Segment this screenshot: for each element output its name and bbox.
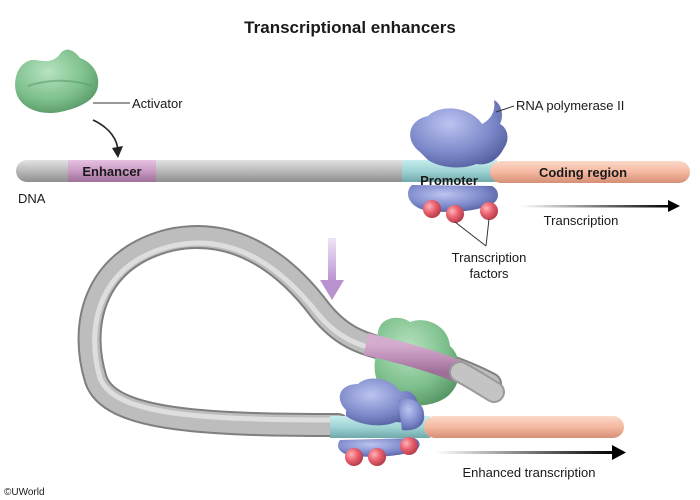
rna-polymerase-icon (337, 378, 425, 457)
rna-polymerase-icon (408, 100, 508, 212)
polymerase-label: RNA polymerase II (516, 98, 624, 113)
coding-region-segment-bottom (424, 416, 624, 438)
transcription-factors-label-line1: Transcription (452, 250, 527, 265)
factor-leader-line (485, 218, 490, 247)
transcription-factor-icon (368, 448, 386, 466)
binding-arrow (92, 119, 119, 153)
enhanced-transcription-arrowhead (612, 445, 626, 460)
enhancer-segment (68, 160, 156, 182)
transcription-factor-group-top (423, 200, 498, 223)
dna-strand-top (16, 160, 690, 183)
enhanced-transcription-arrow-shaft (435, 451, 615, 454)
binding-arrowhead (112, 146, 123, 158)
activator-protein-icon (15, 49, 99, 114)
coding-region-segment (490, 161, 690, 183)
factor-leader-line (454, 221, 487, 247)
promoter-label: Promoter (420, 173, 478, 188)
activator-label: Activator (132, 96, 183, 111)
dna-label: DNA (18, 191, 46, 206)
copyright-label: ©UWorld (4, 487, 45, 498)
promoter-segment (402, 160, 497, 182)
diagram-title: Transcriptional enhancers (244, 18, 456, 37)
enhanced-transcription-label: Enhanced transcription (463, 465, 596, 480)
transcription-factor-icon (446, 205, 464, 223)
transcription-factors-label-line2: factors (469, 266, 509, 281)
transcription-arrow-shaft (520, 205, 670, 208)
polymerase-leader-line (495, 105, 515, 113)
coding-region-label: Coding region (539, 165, 627, 180)
transcription-label: Transcription (544, 213, 619, 228)
transcription-factor-icon (480, 202, 498, 220)
flow-down-arrow (320, 238, 344, 300)
enhancer-label: Enhancer (82, 164, 141, 179)
transcription-factor-icon (423, 200, 441, 218)
transcription-factor-icon (400, 437, 418, 455)
transcription-factor-icon (345, 448, 363, 466)
transcription-factor-group-bottom (345, 437, 418, 466)
transcription-arrowhead (668, 200, 680, 212)
